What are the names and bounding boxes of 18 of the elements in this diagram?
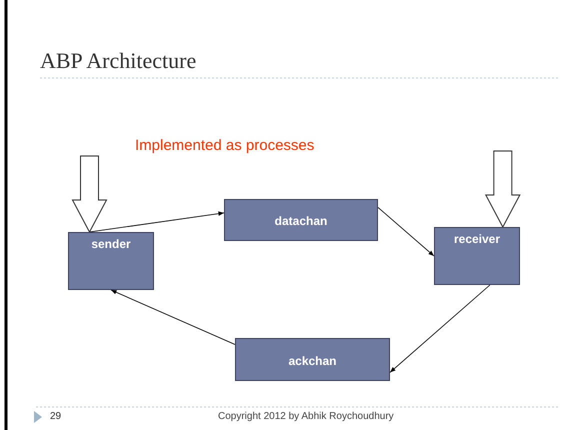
copyright-text: Copyright 2012 by Abhik Roychoudhury xyxy=(218,411,394,422)
process-box xyxy=(434,227,520,285)
arrow xyxy=(89,211,224,232)
page-number: 29 xyxy=(50,411,62,422)
arrow xyxy=(110,290,236,345)
box-label: ackchan xyxy=(287,354,338,368)
arrow xyxy=(378,207,434,256)
process-box xyxy=(235,338,390,381)
block-arrow xyxy=(484,150,521,228)
slide-title: ABP Architecture xyxy=(40,48,196,74)
block-arrow xyxy=(72,156,108,234)
process-box xyxy=(68,232,154,290)
note-text: Implemented as processes xyxy=(135,137,314,154)
process-box xyxy=(224,199,378,241)
arrow xyxy=(390,284,490,373)
box-label: datachan xyxy=(274,214,328,228)
box-label: receiver xyxy=(452,232,502,246)
box-label: sender xyxy=(90,237,132,251)
